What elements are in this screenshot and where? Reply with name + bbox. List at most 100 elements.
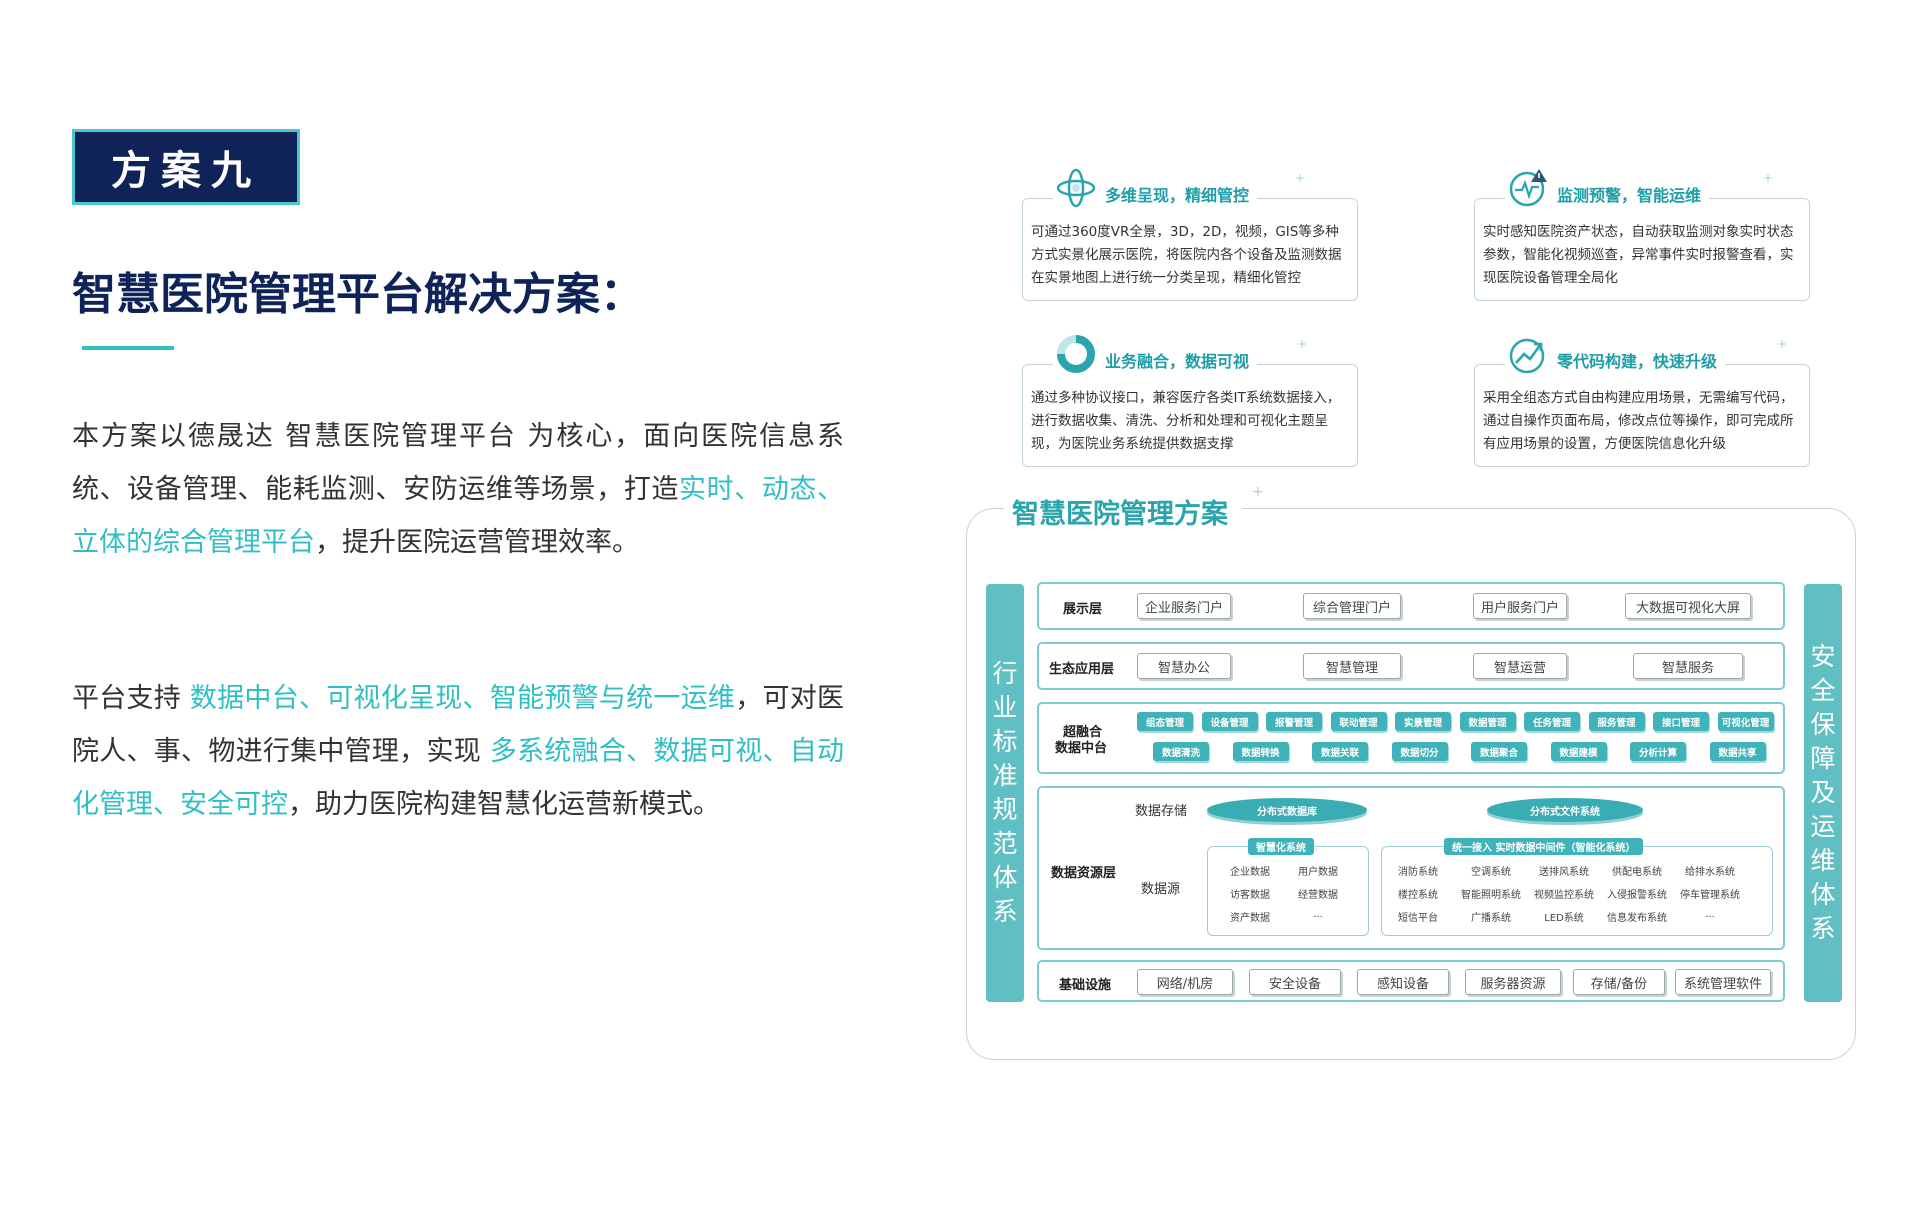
industry-standard-bar: 行业标准规范体系 xyxy=(986,584,1024,1002)
data-process-module: 数据清洗 xyxy=(1153,742,1209,761)
app-pill: 智慧办公 xyxy=(1137,653,1231,679)
portal-pill: 综合管理门户 xyxy=(1303,593,1401,619)
feature-card-monitor: 监测预警，智能运维 + 实时感知医院资产状态，自动获取监测对象实时状态参数，智能… xyxy=(1474,165,1810,301)
feature-card-zerocode: 零代码构建，快速升级 + 采用全组态方式自由构建应用场景，无需编写代码，通过自操… xyxy=(1474,331,1810,467)
sparkle-icon: + xyxy=(1295,171,1306,185)
subsystem-item: 信息发布系统 xyxy=(1607,913,1667,924)
para2-text-1: 平台支持 xyxy=(72,683,190,714)
para2-text-2: ，可对医院人、事、物进行集中管理，实现 xyxy=(72,683,844,767)
unified-access-tag: 统一接入 实时数据中间件（智能化系统） xyxy=(1444,838,1644,855)
data-process-module: 数据建模 xyxy=(1550,742,1607,761)
side-char: 运 xyxy=(1810,812,1836,841)
side-char: 障 xyxy=(1810,744,1836,773)
security-ops-bar: 安全保障及运维体系 xyxy=(1804,584,1842,1002)
infra-pill: 存储/备份 xyxy=(1573,969,1665,995)
side-char: 系 xyxy=(1810,914,1836,943)
data-process-module: 数据切分 xyxy=(1391,742,1448,761)
title-underline xyxy=(82,346,174,350)
app-pill: 智慧服务 xyxy=(1633,653,1743,679)
app-pill: 智慧运营 xyxy=(1473,653,1567,679)
unified-access-box: 统一接入 实时数据中间件（智能化系统） 消防系统空调系统送排风系统供配电系统给排… xyxy=(1381,838,1773,936)
layer-name-line2: 数据中台 xyxy=(1055,741,1108,756)
source-label: 数据源 xyxy=(1141,882,1181,897)
infra-pill: 网络/机房 xyxy=(1137,969,1233,995)
side-char: 准 xyxy=(992,761,1018,790)
ecology-layer: 生态应用层 智慧办公 智慧管理 智慧运营 智慧服务 xyxy=(1037,642,1785,690)
subsystem-item: 送排风系统 xyxy=(1539,867,1589,878)
infra-pill: 系统管理软件 xyxy=(1675,969,1771,995)
portal-pill: 企业服务门户 xyxy=(1137,593,1231,619)
layer-name: 展示层 xyxy=(1063,602,1103,617)
distributed-fs-oval: 分布式文件系统 xyxy=(1487,798,1643,822)
card-title: 零代码构建，快速升级 xyxy=(1551,348,1726,372)
para2-highlight-2: 多系统融合、数据可视、自动化管理、安全可控 xyxy=(72,736,845,820)
platform-module: 设备管理 xyxy=(1201,712,1258,731)
subsystem-item: 广播系统 xyxy=(1471,913,1511,924)
platform-module: 服务管理 xyxy=(1588,712,1645,731)
side-char: 业 xyxy=(992,693,1018,722)
para2-highlight-1: 数据中台、可视化呈现、智能预警与统一运维 xyxy=(189,683,736,714)
layer-name: 基础设施 xyxy=(1059,978,1112,993)
smart-data-item: 用户数据 xyxy=(1298,867,1338,878)
side-char: 系 xyxy=(992,897,1018,926)
platform-module: 接口管理 xyxy=(1653,712,1709,731)
card-title: 业务融合，数据可视 xyxy=(1099,348,1258,372)
sparkle-icon: + xyxy=(1252,484,1264,500)
subsystem-item: ... xyxy=(1705,909,1715,920)
para1-highlight-1: 实时、动态、立体的综合管理平台 xyxy=(72,474,845,558)
subsystem-item: 给排水系统 xyxy=(1685,867,1735,878)
para2-text-3: ，助力医院构建智慧化运营新模式。 xyxy=(288,789,720,820)
side-char: 体 xyxy=(992,863,1018,892)
platform-module: 任务管理 xyxy=(1524,712,1580,731)
subsystem-item: 楼控系统 xyxy=(1398,890,1438,901)
feature-paragraph: 平台支持 数据中台、可视化呈现、智能预警与统一运维，可对医院人、事、物进行集中管… xyxy=(72,672,844,831)
architecture-title: 智慧医院管理方案 xyxy=(1004,492,1242,531)
storage-label: 数据存储 xyxy=(1135,804,1188,819)
smart-data-item: 资产数据 xyxy=(1230,913,1270,924)
smart-data-item: ... xyxy=(1313,909,1323,920)
sparkle-icon: + xyxy=(1777,337,1788,351)
layer-name: 生态应用层 xyxy=(1049,662,1115,677)
page-title: 智慧医院管理平台解决方案： xyxy=(72,269,644,320)
data-process-module: 数据转换 xyxy=(1232,742,1289,761)
infrastructure-layer: 基础设施 网络/机房安全设备感知设备服务器资源存储/备份系统管理软件 xyxy=(1037,960,1785,1002)
subsystem-item: 空调系统 xyxy=(1471,867,1511,878)
infra-pill: 感知设备 xyxy=(1357,969,1449,995)
side-char: 规 xyxy=(992,795,1018,824)
side-char: 全 xyxy=(1810,676,1836,705)
side-char: 安 xyxy=(1810,642,1836,671)
feature-card-fusion: 业务融合，数据可视 + 通过多种协议接口，兼容医疗各类IT系统数据接入，进行数据… xyxy=(1022,331,1358,467)
portal-pill: 用户服务门户 xyxy=(1473,593,1567,619)
side-char: 保 xyxy=(1810,710,1836,739)
smart-system-tag: 智慧化系统 xyxy=(1248,838,1314,855)
smart-data-item: 访客数据 xyxy=(1230,890,1270,901)
platform-module: 组态管理 xyxy=(1137,712,1193,731)
card-description: 可通过360度VR全景，3D，2D，视频，GIS等多种方式实景化展示医院，将医院… xyxy=(1031,224,1342,286)
scheme-badge: 方案九 xyxy=(72,129,300,205)
ring-chart-icon xyxy=(1053,331,1099,377)
monitor-alert-icon xyxy=(1505,165,1551,211)
card-title: 监测预警，智能运维 xyxy=(1551,182,1710,206)
smart-data-item: 企业数据 xyxy=(1230,867,1270,878)
data-process-module: 数据聚合 xyxy=(1471,742,1527,761)
side-char: 范 xyxy=(992,829,1018,858)
data-process-module: 数据共享 xyxy=(1709,742,1766,761)
subsystem-item: 停车管理系统 xyxy=(1680,890,1740,901)
side-char: 行 xyxy=(992,659,1018,688)
trend-up-icon xyxy=(1505,331,1551,377)
platform-module: 数据管理 xyxy=(1459,712,1516,731)
platform-module: 可视化管理 xyxy=(1717,712,1774,731)
subsystem-item: LED系统 xyxy=(1544,913,1584,924)
platform-module: 联动管理 xyxy=(1330,712,1387,731)
infra-pill: 服务器资源 xyxy=(1465,969,1561,995)
data-process-module: 分析计算 xyxy=(1630,742,1686,761)
data-middle-platform-layer: 超融合 数据中台 组态管理设备管理报警管理联动管理实景管理数据管理任务管理服务管… xyxy=(1037,702,1785,774)
feature-card-multidim: 多维呈现，精细管控 + 可通过360度VR全景，3D，2D，视频，GIS等多种方… xyxy=(1022,165,1358,301)
display-layer: 展示层 企业服务门户 综合管理门户 用户服务门户 大数据可视化大屏 xyxy=(1037,582,1785,630)
card-description: 采用全组态方式自由构建应用场景，无需编写代码，通过自操作页面布局，修改点位等操作… xyxy=(1483,390,1794,452)
side-char: 维 xyxy=(1810,846,1836,875)
subsystem-item: 入侵报警系统 xyxy=(1607,890,1667,901)
subsystem-item: 智能照明系统 xyxy=(1461,890,1521,901)
subsystem-item: 供配电系统 xyxy=(1612,867,1662,878)
smart-system-box: 智慧化系统 企业数据用户数据访客数据经营数据资产数据... xyxy=(1207,838,1369,936)
